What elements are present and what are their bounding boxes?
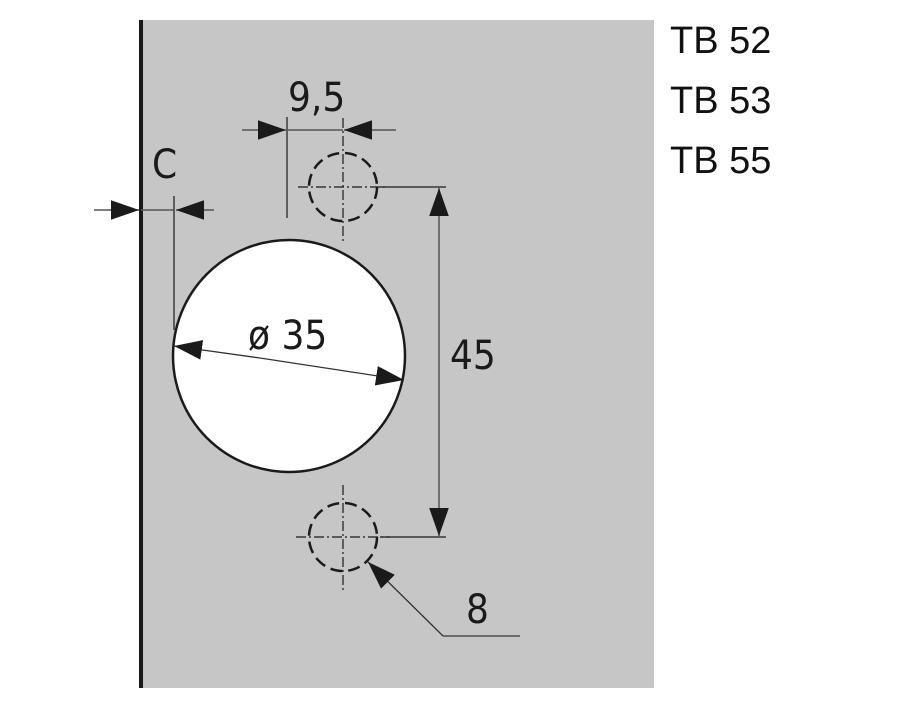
label-cup-diameter: ø 35 (248, 313, 328, 359)
model-label: TB 55 (670, 140, 772, 182)
dimension-9-5 (242, 117, 396, 218)
label-edge-distance-c: C (152, 142, 178, 188)
dimension-45 (380, 186, 449, 538)
cup-hole (171, 238, 407, 474)
model-label: TB 52 (670, 20, 772, 62)
dimension-diameter-35 (173, 340, 405, 386)
label-hole-offset: 9,5 (288, 75, 346, 121)
model-label: TB 53 (670, 80, 772, 122)
dimension-c (94, 196, 214, 330)
dimension-8-leader (367, 561, 520, 637)
screw-hole-top (298, 118, 388, 242)
screw-hole-bottom (296, 485, 390, 590)
label-screw-hole-diameter: 8 (466, 587, 489, 633)
label-screw-spacing: 45 (450, 333, 496, 379)
